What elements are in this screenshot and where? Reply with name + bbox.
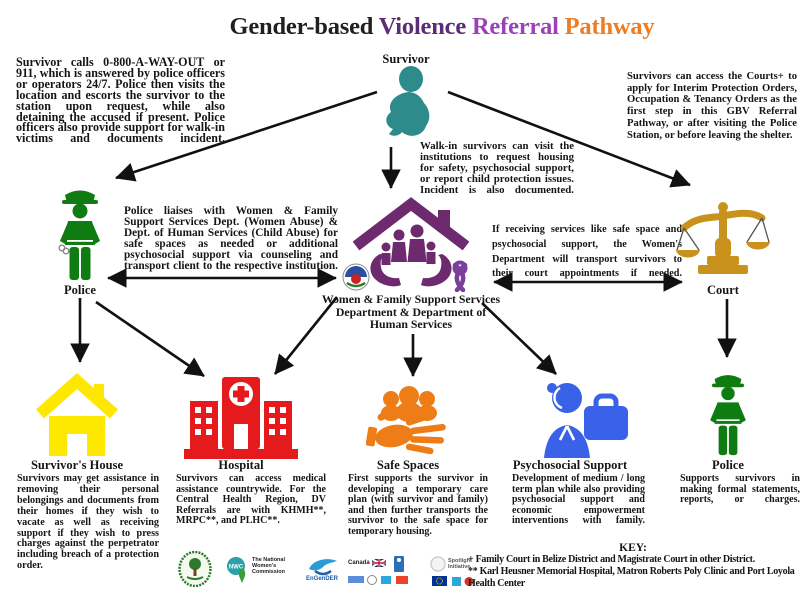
hospital-icon — [184, 377, 298, 459]
title-part-3: Referral — [471, 13, 565, 40]
engender-logo — [309, 559, 337, 576]
spotlight-logo — [430, 556, 446, 572]
svg-text:NWC: NWC — [229, 565, 244, 571]
key-line-1: + Family Court in Belize District and Ma… — [468, 554, 755, 565]
arrow-police-to-hospital — [95, 300, 205, 378]
engender-logo-text: EnGenDER — [305, 576, 338, 582]
safe-spaces-text: First supports the survivor in developin… — [348, 473, 488, 537]
key-line-2: ** Karl Heusner Memorial Hospital, Matro… — [468, 566, 795, 589]
police-left-label: Police — [64, 283, 96, 297]
title-part-2: Violence — [378, 13, 472, 40]
arrow-survivor-to-police — [115, 90, 378, 182]
purple-ribbon-icon — [452, 260, 468, 292]
arrow-center-to-hospital — [273, 296, 339, 375]
safe-spaces-icon — [366, 386, 446, 455]
eu-flag-logo — [432, 576, 474, 586]
survivor-label: Survivor — [382, 52, 430, 66]
police-left-icon — [58, 190, 100, 280]
arrow-survivor-to-court — [447, 90, 691, 188]
center-label: Women & Family Support Services Departme… — [321, 292, 501, 331]
key-heading: KEY: — [619, 542, 647, 554]
survivors-house-text: Survivors may get assistance in removing… — [17, 473, 159, 572]
court-transport-text: If receiving services like safe space an… — [492, 224, 682, 280]
court-icon — [676, 202, 770, 274]
uk-flag-logo — [372, 559, 386, 567]
canada-logo-text: Canada — [348, 560, 370, 566]
nwc-mini-logo — [342, 263, 370, 291]
key-block: KEY: + Family Court in Belize District a… — [468, 542, 798, 590]
survivor-icon — [386, 66, 430, 136]
belize-coat-of-arms-logo — [178, 551, 212, 587]
psychosocial-text: Development of medium / long term plan w… — [512, 473, 645, 526]
survivors-house-label: Survivor's House — [30, 458, 124, 472]
police-right-text: Supports survivors in making formal stat… — [680, 473, 800, 505]
hospital-label: Hospital — [218, 458, 264, 472]
court-label: Court — [707, 283, 739, 297]
arrow-center-to-psychosocial — [481, 302, 557, 375]
psychosocial-icon — [544, 383, 628, 458]
nwc-logo: NWC — [227, 557, 246, 583]
police-right-icon — [710, 375, 746, 456]
courts-access-text: Survivors can access the Courts+ to appl… — [627, 71, 797, 141]
safe-spaces-label: Safe Spaces — [376, 458, 440, 472]
spotlight-logo-text: Spotlight Initiative — [448, 558, 472, 570]
police-right-label: Police — [712, 458, 744, 472]
title-part-4: Pathway — [564, 13, 655, 40]
undp-logo — [394, 556, 404, 572]
page-title: Gender-based Violence Referral Pathway — [42, 13, 800, 41]
nwc-logo-text: The National Women's Commission — [252, 557, 286, 575]
walk-in-text: Walk-in survivors can visit the institut… — [420, 140, 574, 197]
women-family-support-icon — [352, 197, 470, 287]
psychosocial-label: Psychosocial Support — [512, 458, 628, 472]
partner-logos-row — [348, 575, 408, 585]
police-liaison-text: Police liaises with Women & Family Suppo… — [124, 205, 338, 272]
title-part-1: Gender-based — [229, 13, 379, 40]
survivors-house-icon — [36, 372, 118, 456]
survivor-calls-text: Survivor calls 0-800-A-WAY-OUT or 911, w… — [16, 55, 225, 146]
hospital-text: Survivors can access medical assistance … — [176, 473, 326, 526]
